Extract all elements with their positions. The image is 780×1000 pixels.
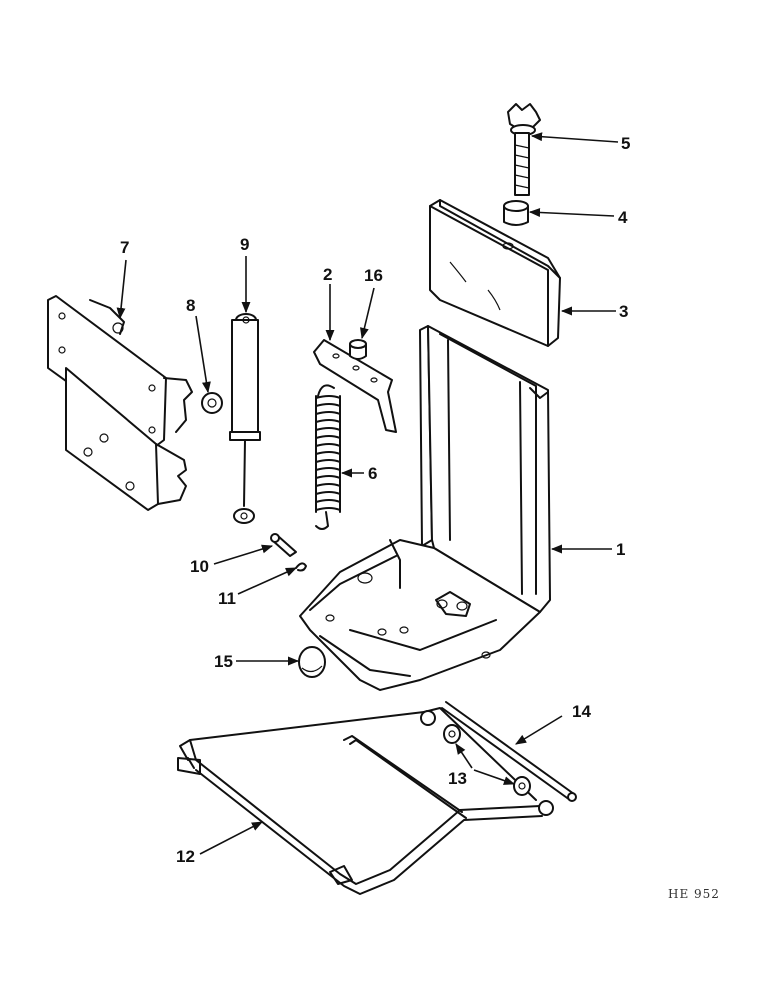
leader-7 [116,259,127,320]
callout-13: 13 [448,769,467,788]
leader-14 [515,715,563,745]
callout-14: 14 [572,702,591,721]
leader-16 [359,287,375,340]
leader-10 [213,544,274,565]
callout-16: 16 [364,266,383,285]
callout-10: 10 [190,557,209,576]
callout-12: 12 [176,847,195,866]
callout-labels: 1 2 3 4 5 6 7 8 9 10 11 12 13 14 15 16 [120,134,630,866]
part-15-cap [298,646,326,678]
part-1-seat-frame [299,325,551,691]
leader-5 [530,132,619,143]
drawing-reference: HE 952 [668,887,720,901]
callout-9: 9 [240,235,249,254]
part-4-nut [503,200,529,226]
callout-3: 3 [619,302,628,321]
callout-8: 8 [186,296,195,315]
leader-11 [237,567,298,595]
leader-lines [116,132,619,855]
callout-6: 6 [368,464,377,483]
leader-13a [455,743,473,769]
leader-12 [199,821,263,855]
leader-8 [195,315,211,394]
callout-7: 7 [120,238,129,257]
callout-2: 2 [323,265,332,284]
part-14-rod [441,701,577,802]
part-11-clip [295,562,307,572]
part-6-spring [315,384,341,530]
part-3-cushion [429,199,561,347]
part-2-bracket [313,339,397,433]
callout-15: 15 [214,652,233,671]
leader-13b [473,769,516,785]
part-16-bushing [349,339,367,360]
callout-11: 11 [218,589,236,608]
callout-1: 1 [616,540,625,559]
callout-5: 5 [621,134,630,153]
part-12-suspension-frame [177,707,554,895]
callout-4: 4 [618,208,628,227]
part-7-mounting-plate [47,295,193,511]
part-13-bushings [443,724,531,796]
part-9-shock-absorber [229,313,261,524]
part-5-knob-bolt [507,103,541,196]
part-10-pin [270,533,297,557]
part-8-rubber-bushing [201,392,223,414]
leader-4 [528,208,615,217]
